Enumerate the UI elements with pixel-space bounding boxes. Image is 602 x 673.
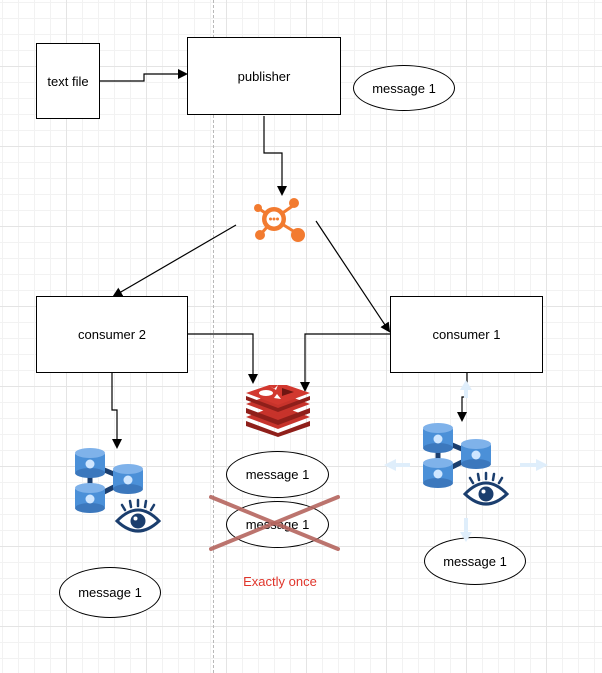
move-arrows-icon [384, 380, 548, 542]
consumer-2-label: consumer 2 [78, 327, 146, 342]
eye-icon [462, 471, 510, 506]
consumer-1-label: consumer 1 [432, 327, 501, 342]
publisher-message-label: message 1 [372, 80, 436, 96]
consumer-2-message-ellipse[interactable]: message 1 [59, 567, 161, 618]
consumer-2-message-label: message 1 [78, 585, 142, 600]
rejected-message-ellipse[interactable]: message 1 [226, 501, 329, 548]
publisher-message-ellipse[interactable]: message 1 [353, 65, 455, 111]
redis-icon[interactable] [244, 382, 312, 437]
database-cluster-eye-icon[interactable] [70, 447, 165, 535]
exactly-once-caption: Exactly once [243, 574, 317, 589]
eye-icon [114, 498, 162, 533]
message-broker-icon[interactable] [248, 194, 318, 246]
consumer-1-message-label: message 1 [443, 553, 507, 569]
edge-publisher-broker [263, 116, 287, 196]
edge-consumer2-db [111, 373, 122, 449]
redis-message-ellipse[interactable]: message 1 [226, 451, 329, 498]
text-file-label: text file [47, 73, 89, 89]
rejected-message-label: message 1 [245, 517, 310, 532]
edge-broker-consumer2 [112, 224, 237, 298]
consumer-1-message-ellipse[interactable]: message 1 [424, 537, 526, 585]
vertical-guide-line [213, 0, 214, 673]
edge-textfile-publisher [100, 69, 188, 82]
edge-consumer1-redis [300, 333, 390, 392]
publisher-node[interactable]: publisher [187, 37, 341, 115]
database-cluster-eye-icon[interactable] [380, 380, 552, 548]
edge-broker-consumer1 [315, 220, 391, 333]
edge-consumer2-redis [188, 333, 258, 384]
redis-message-label: message 1 [245, 467, 310, 482]
consumer-2-node[interactable]: consumer 2 [36, 296, 188, 373]
publisher-label: publisher [237, 68, 291, 84]
text-file-node[interactable]: text file [36, 43, 100, 119]
consumer-1-node[interactable]: consumer 1 [390, 296, 543, 373]
